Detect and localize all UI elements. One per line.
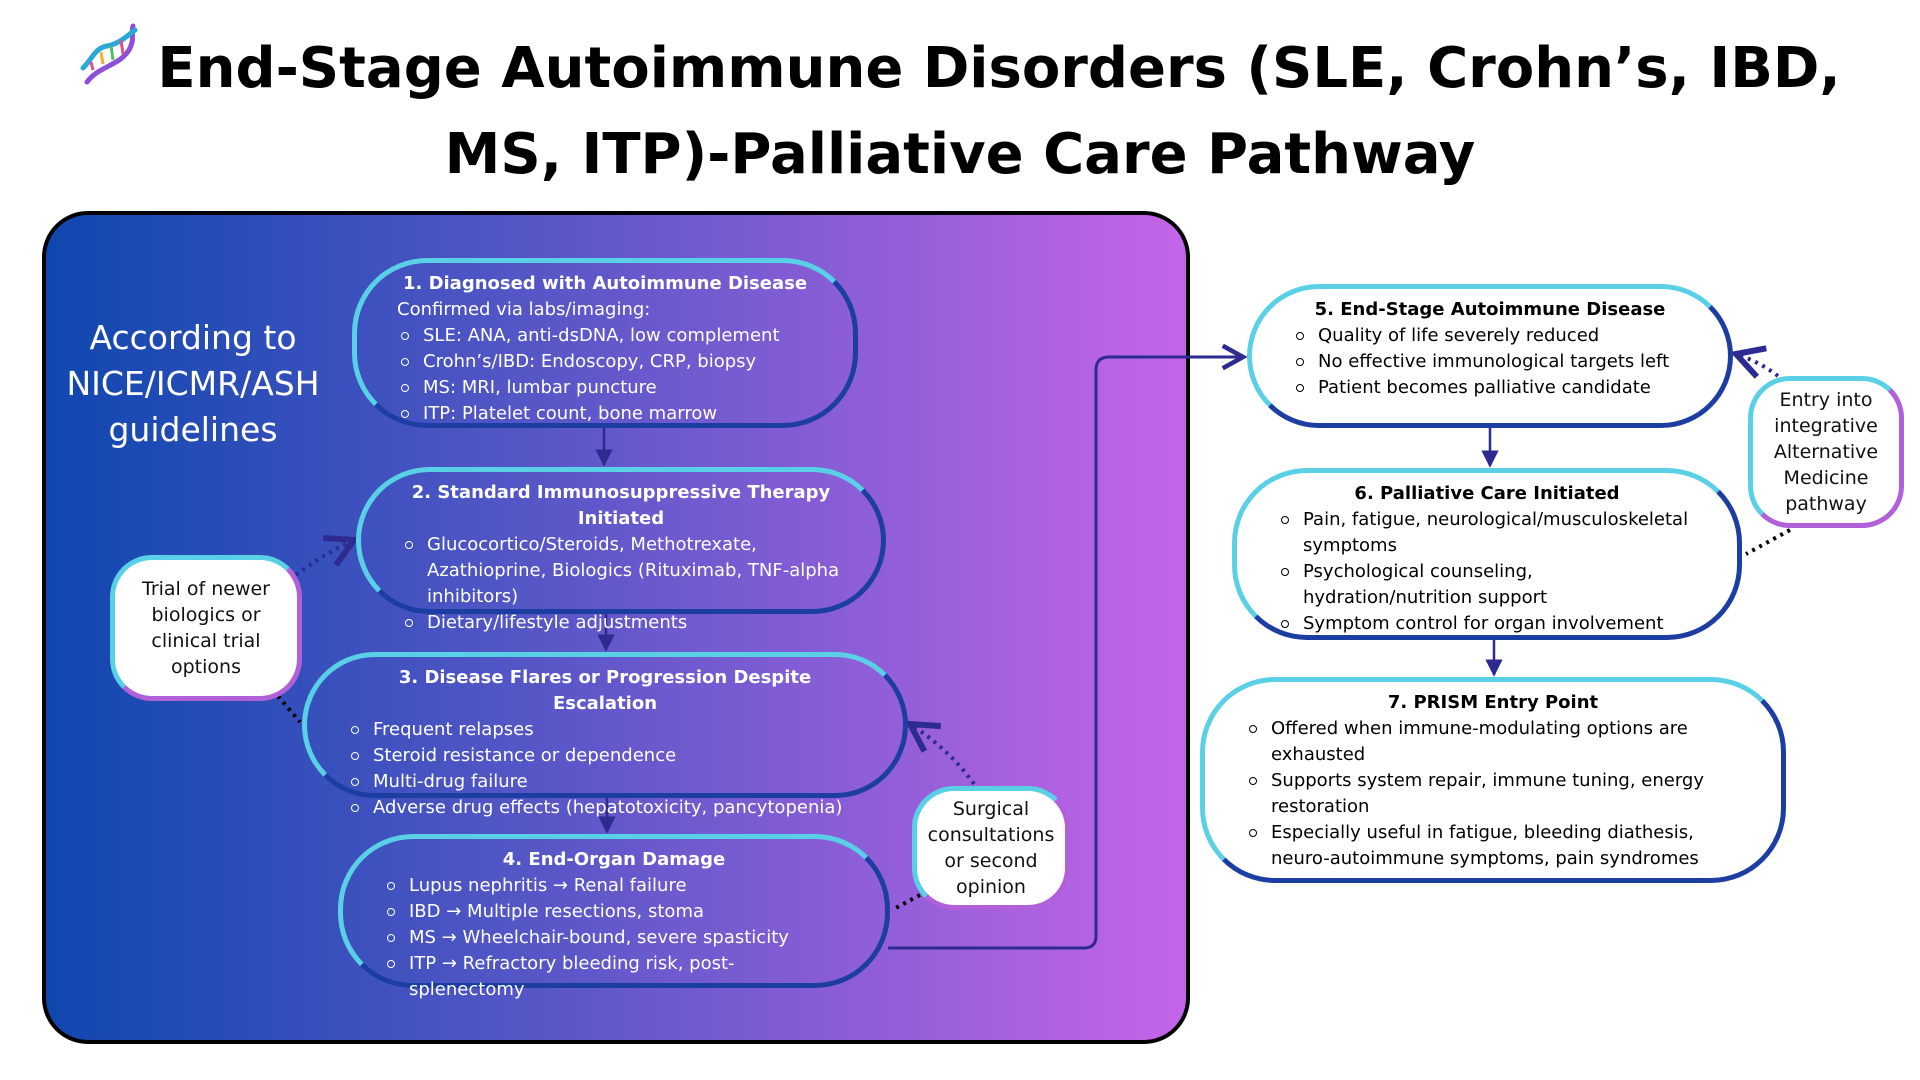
node-3-progression: 3. Disease Flares or Progression Despite… — [302, 652, 908, 818]
list-item: SLE: ANA, anti-dsDNA, low complement — [397, 323, 813, 349]
arrow-4-to-5 — [888, 357, 1243, 950]
link-trial-to-3 — [276, 694, 302, 724]
node-3-heading: 3. Disease Flares or Progression Despite… — [398, 667, 812, 714]
list-item: Multi-drug failure — [347, 769, 863, 795]
list-item: Glucocortico/Steroids, Methotrexate, Aza… — [401, 532, 841, 610]
list-item: Quality of life severely reduced — [1292, 323, 1688, 349]
list-item: Crohn’s/IBD: Endoscopy, CRP, biopsy — [397, 349, 813, 375]
arrow-surgical-to-3 — [910, 724, 976, 786]
dna-icon — [79, 22, 139, 111]
list-item: Adverse drug effects (hepatotoxicity, pa… — [347, 795, 863, 821]
list-item: Symptom control for organ involvement — [1277, 611, 1697, 637]
node-4-heading: 4. End-Organ Damage — [502, 849, 726, 870]
guidelines-note: According to NICE/ICMR/ASH guidelines — [66, 318, 320, 449]
page-title: End-Stage Autoimmune Disorders (SLE, Cro… — [0, 23, 1920, 198]
side-note-trial: Trial of newer biologics or clinical tri… — [110, 555, 302, 701]
list-item: Supports system repair, immune tuning, e… — [1245, 768, 1741, 820]
node-4-list: Lupus nephritis → Renal failure IBD → Mu… — [383, 873, 845, 1003]
node-5-list: Quality of life severely reduced No effe… — [1292, 323, 1688, 401]
list-item: Steroid resistance or dependence — [347, 743, 863, 769]
side-note-alternative-text: Entry into integrative Alternative Medic… — [1773, 389, 1879, 515]
link-alternative-to-6 — [1745, 528, 1791, 556]
node-6-heading: 6. Palliative Care Initiated — [1354, 483, 1620, 504]
node-7-heading: 7. PRISM Entry Point — [1387, 692, 1599, 713]
node-2-therapy: 2. Standard Immunosuppressive Therapy In… — [356, 467, 886, 633]
list-item: No effective immunological targets left — [1292, 349, 1688, 375]
list-item: MS: MRI, lumbar puncture — [397, 375, 813, 401]
list-item: Lupus nephritis → Renal failure — [383, 873, 845, 899]
node-6-list: Pain, fatigue, neurological/musculoskele… — [1277, 507, 1697, 637]
list-item: Dietary/lifestyle adjustments — [401, 610, 841, 636]
arrow-trial-to-2 — [294, 540, 354, 577]
list-item: Patient becomes palliative candidate — [1292, 375, 1688, 401]
list-item: IBD → Multiple resections, stoma — [383, 899, 845, 925]
node-3-list: Frequent relapses Steroid resistance or … — [347, 717, 863, 821]
title-line-1: End-Stage Autoimmune Disorders (SLE, Cro… — [0, 23, 1920, 112]
list-item: Pain, fatigue, neurological/musculoskele… — [1277, 507, 1697, 559]
node-1-heading: 1. Diagnosed with Autoimmune Disease — [402, 273, 808, 294]
list-item: Offered when immune-modulating options a… — [1245, 716, 1741, 768]
node-1-diagnosis: 1. Diagnosed with Autoimmune Disease Con… — [352, 258, 858, 428]
node-7-list: Offered when immune-modulating options a… — [1245, 716, 1741, 872]
node-1-intro: Confirmed via labs/imaging: — [397, 299, 651, 320]
node-5-end-stage: 5. End-Stage Autoimmune Disease Quality … — [1247, 284, 1733, 428]
node-6-palliative: 6. Palliative Care Initiated Pain, fatig… — [1232, 468, 1742, 640]
node-1-list: SLE: ANA, anti-dsDNA, low complement Cro… — [397, 323, 813, 427]
node-2-heading: 2. Standard Immunosuppressive Therapy In… — [411, 482, 831, 529]
node-4-organ-damage: 4. End-Organ Damage Lupus nephritis → Re… — [338, 834, 890, 1000]
title-text-1: End-Stage Autoimmune Disorders (SLE, Cro… — [157, 36, 1841, 101]
list-item: Frequent relapses — [347, 717, 863, 743]
list-item: Especially useful in fatigue, bleeding d… — [1245, 820, 1741, 872]
node-5-heading: 5. End-Stage Autoimmune Disease — [1314, 299, 1666, 320]
arrow-alternative-to-5 — [1736, 354, 1780, 376]
node-7-prism: 7. PRISM Entry Point Offered when immune… — [1200, 677, 1786, 883]
side-note-surgical-text: Surgical consultations or second opinion — [927, 798, 1055, 898]
link-surgical-to-4 — [891, 893, 921, 912]
list-item: Psychological counseling, hydration/nutr… — [1277, 559, 1697, 611]
list-item: ITP: Platelet count, bone marrow — [397, 401, 813, 427]
list-item: MS → Wheelchair-bound, severe spasticity — [383, 925, 845, 951]
side-note-trial-text: Trial of newer biologics or clinical tri… — [142, 578, 270, 678]
side-note-surgical: Surgical consultations or second opinion — [912, 786, 1070, 910]
title-line-2: MS, ITP)-Palliative Care Pathway — [444, 122, 1476, 187]
side-note-alternative: Entry into integrative Alternative Medic… — [1748, 376, 1904, 528]
node-2-list: Glucocortico/Steroids, Methotrexate, Aza… — [401, 532, 841, 636]
list-item: ITP → Refractory bleeding risk, post-spl… — [383, 951, 845, 1003]
